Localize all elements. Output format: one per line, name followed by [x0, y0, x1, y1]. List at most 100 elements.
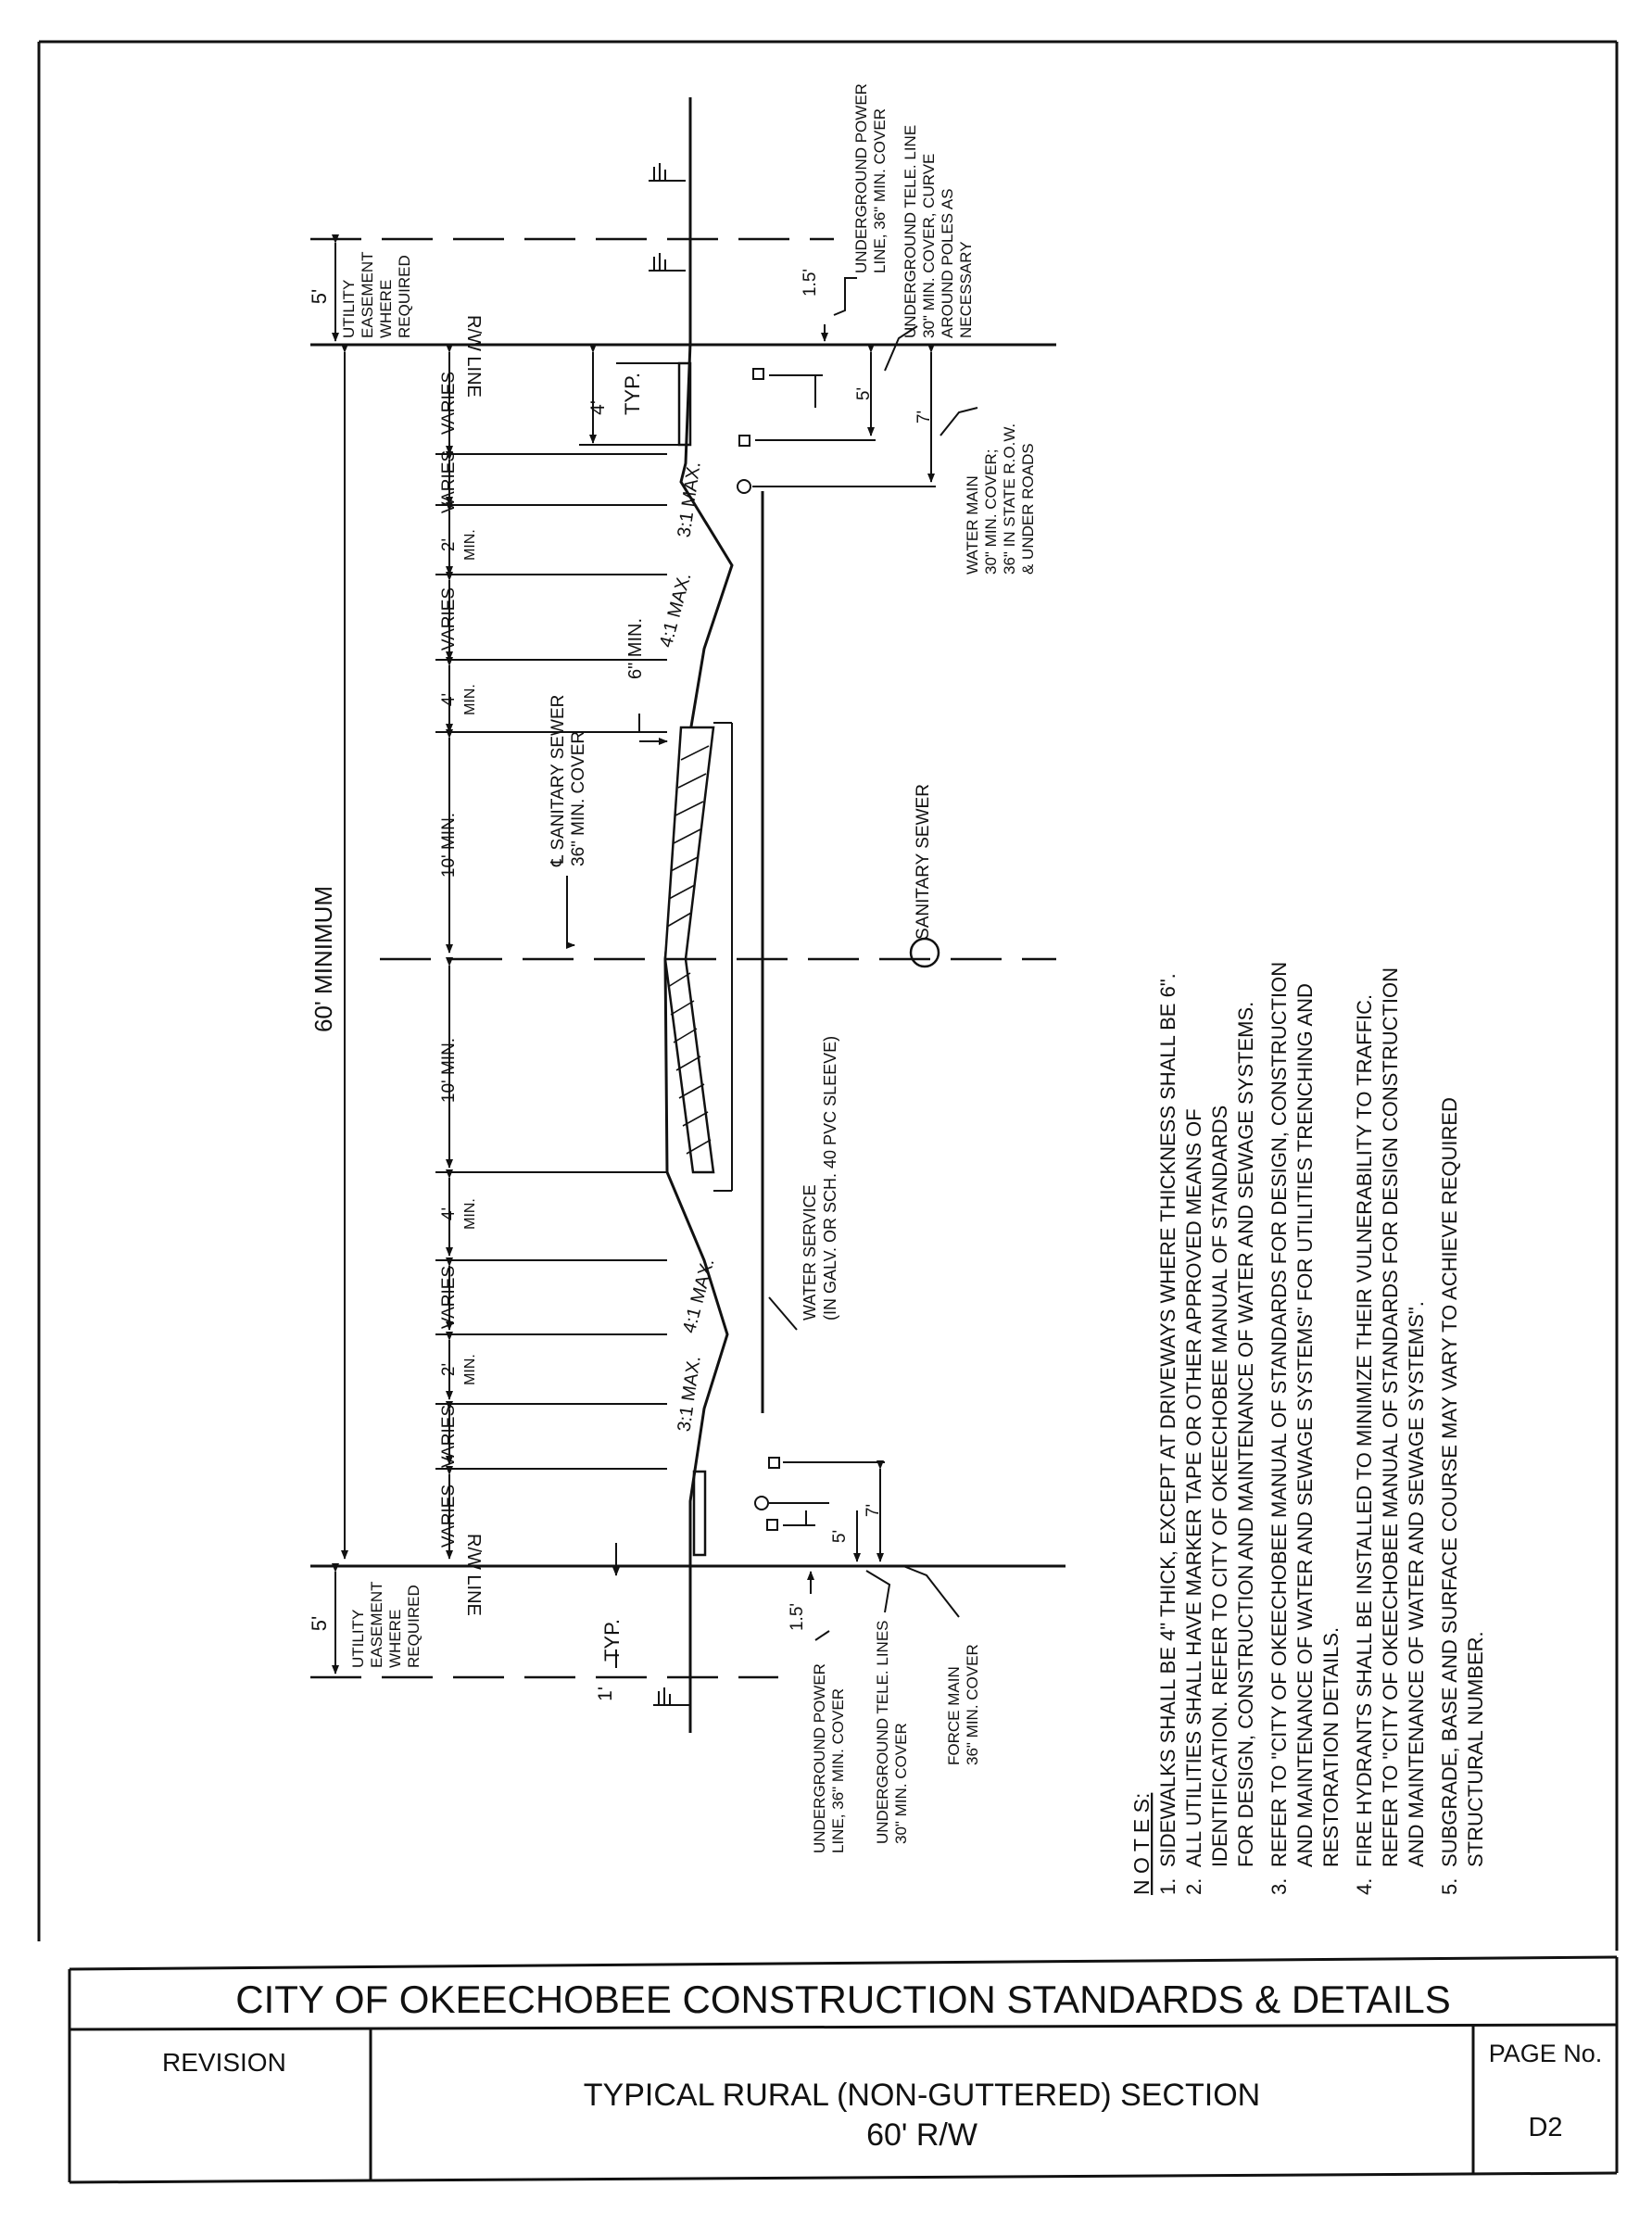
note-3-line-3: RESTORATION DETAILS. [1319, 1627, 1343, 1867]
top-dim-3-sub: MIN. [462, 529, 478, 561]
bottom-utilities: 5' 7' 1.5' UNDERGROUND POWER LINE, 36" M… [754, 1457, 981, 1853]
note-2-line-1: ALL UTILITIES SHALL HAVE MARKER TAPE OR … [1182, 1108, 1205, 1867]
top-util-dim-15: 1.5' [801, 269, 820, 297]
grass-symbol-top-2 [649, 253, 686, 272]
sidewalk-width-top: 4' [587, 400, 609, 415]
note-3-num: 3. [1267, 1878, 1291, 1895]
top-dim-3: 2' [439, 538, 459, 551]
bottom-util-dim-15: 1.5' [788, 1603, 807, 1631]
bottom-dim-1: 10' MIN. [439, 1038, 459, 1103]
note-2-line-3: FOR DESIGN, CONSTRUCTION AND MAINTENANCE… [1234, 1002, 1257, 1867]
svg-text:36" MIN. COVER: 36" MIN. COVER [964, 1644, 981, 1765]
svg-text:NECESSARY: NECESSARY [957, 241, 975, 338]
bottom-dim-6: VARIES [439, 1485, 459, 1548]
note-3: 3. REFER TO "CITY OF OKEECHOBEE MANUAL O… [1267, 962, 1343, 1895]
bottom-dim-4-sub: MIN. [462, 1354, 478, 1385]
top-dim-4: VARIES [439, 588, 459, 651]
cl-sanitary-sewer-label: ℄ SANITARY SEWER 36" MIN. COVER [549, 695, 588, 867]
page-number: D2 [1528, 2113, 1562, 2142]
sidewalk-bottom [692, 1470, 707, 1557]
driveway-min: 6" MIN. [625, 618, 646, 679]
svg-text:FORCE MAIN: FORCE MAIN [945, 1666, 963, 1765]
note-4-line-2: REFER TO "CITY OF OKEECHOBEE MANUAL OF S… [1379, 967, 1402, 1867]
offset-typ-bottom: TYP. [600, 1619, 624, 1662]
sanitary-sewer-label: SANITARY SEWER [914, 784, 933, 940]
top-dimension-chain: VARIES VARIES 2' MIN. VARIES 4' MIN. 10'… [435, 344, 667, 954]
svg-text:30" MIN. COVER, CURVE: 30" MIN. COVER, CURVE [920, 154, 938, 338]
svg-text:WHERE: WHERE [386, 1610, 404, 1668]
note-3-line-1: REFER TO "CITY OF OKEECHOBEE MANUAL OF S… [1267, 962, 1291, 1867]
power-conduit-top [752, 368, 764, 380]
tele-conduit-bottom [768, 1457, 780, 1469]
note-5: 5. SUBGRADE, BASE AND SURFACE COURSE MAY… [1438, 1097, 1487, 1895]
slope-top-1: 3:1 MAX. [674, 461, 704, 539]
agency-title: CITY OF OKEECHOBEE CONSTRUCTION STANDARD… [235, 1978, 1451, 2021]
note-4: 4. FIRE HYDRANTS SHALL BE INSTALLED TO M… [1353, 967, 1428, 1895]
svg-text:WATER SERVICE: WATER SERVICE [801, 1184, 819, 1320]
grass-symbol-bottom [653, 1687, 690, 1706]
top-dim-5: 4' [439, 693, 459, 706]
power-conduit-bottom [766, 1519, 778, 1531]
tele-label-bottom: UNDERGROUND TELE. LINES 30" MIN. COVER [874, 1620, 910, 1844]
note-5-line-2: STRUCTURAL NUMBER. [1464, 1631, 1487, 1867]
sidewalk-top [677, 361, 692, 447]
bottom-dim-4: 2' [439, 1363, 459, 1376]
note-2-line-2: IDENTIFICATION. REFER TO CITY OF OKEECHO… [1208, 1106, 1231, 1867]
revision-label: REVISION [162, 2048, 286, 2077]
overall-dim-label: 60' MINIMUM [309, 886, 337, 1032]
note-4-line-3: AND MAINTENANCE OF WATER AND SEWAGE SYST… [1405, 1301, 1428, 1867]
bottom-dim-2: 4' [439, 1207, 459, 1220]
bottom-util-dim-7: 7' [864, 1504, 883, 1517]
title-block: CITY OF OKEECHOBEE CONSTRUCTION STANDARD… [68, 1955, 1619, 2184]
section-subtitle: 60' R/W [866, 2117, 977, 2153]
svg-text:30" MIN. COVER;: 30" MIN. COVER; [982, 449, 1000, 575]
svg-text:EASEMENT: EASEMENT [359, 251, 376, 338]
top-dim-2: VARIES [439, 450, 459, 513]
water-main-label: WATER MAIN 30" MIN. COVER; 36" IN STATE … [964, 423, 1037, 575]
note-5-num: 5. [1438, 1878, 1461, 1895]
note-1-num: 1. [1156, 1878, 1179, 1895]
easement-dim-bottom: 5' [308, 1616, 331, 1631]
slope-bottom-1: 4:1 MAX. [679, 1257, 719, 1335]
top-util-dim-7: 7' [914, 411, 934, 423]
note-5-line-1: SUBGRADE, BASE AND SURFACE COURSE MAY VA… [1438, 1097, 1461, 1867]
page-label: PAGE No. [1489, 2040, 1603, 2067]
sheet-border [37, 40, 1619, 1951]
top-dim-1: VARIES [439, 372, 459, 435]
grass-symbol-top-1 [649, 163, 686, 182]
top-utilities: 5' 7' 1.5' UNDERGROUND POWER LINE, 36" M… [737, 83, 1037, 575]
sanitary-sewer-pipe [909, 937, 940, 968]
svg-text:LINE, 36" MIN. COVER: LINE, 36" MIN. COVER [871, 108, 889, 273]
cross-section: 60' MINIMUM 5' UTILITY EASEMENT WHERE RE… [308, 83, 1066, 1853]
note-1-line-1: SIDEWALKS SHALL BE 4" THICK, EXCEPT AT D… [1156, 973, 1179, 1867]
svg-text:LINE, 36" MIN. COVER: LINE, 36" MIN. COVER [829, 1688, 847, 1853]
svg-text:36" IN STATE R.O.W.: 36" IN STATE R.O.W. [1001, 423, 1018, 575]
svg-text:WHERE: WHERE [377, 280, 395, 338]
svg-text:UTILITY: UTILITY [349, 1610, 367, 1668]
note-1: 1. SIDEWALKS SHALL BE 4" THICK, EXCEPT A… [1156, 973, 1179, 1895]
notes-heading: N O T E S: [1129, 1793, 1154, 1895]
svg-text:REQUIRED: REQUIRED [405, 1585, 422, 1668]
easement-label-top: UTILITY EASEMENT WHERE REQUIRED [340, 251, 413, 338]
pavement-section [663, 722, 733, 1192]
top-dim-5-sub: MIN. [462, 684, 478, 715]
rw-label-bottom: R/W LINE [463, 1534, 484, 1616]
force-main-bottom [754, 1496, 769, 1510]
svg-text:UNDERGROUND POWER: UNDERGROUND POWER [852, 83, 870, 273]
note-4-line-1: FIRE HYDRANTS SHALL BE INSTALLED TO MINI… [1353, 994, 1376, 1867]
svg-text:UTILITY: UTILITY [340, 280, 358, 338]
svg-text:WATER MAIN: WATER MAIN [964, 475, 981, 575]
svg-text:℄ SANITARY SEWER: ℄ SANITARY SEWER [549, 695, 568, 867]
svg-text:& UNDER ROADS: & UNDER ROADS [1019, 443, 1037, 575]
water-service-label: WATER SERVICE (IN GALV. OR SCH. 40 PVC S… [801, 1036, 839, 1320]
power-label-bottom: UNDERGROUND POWER LINE, 36" MIN. COVER [811, 1663, 847, 1853]
rw-label-top: R/W LINE [463, 315, 484, 398]
note-2: 2. ALL UTILITIES SHALL HAVE MARKER TAPE … [1182, 1002, 1257, 1895]
note-4-num: 4. [1353, 1878, 1376, 1895]
svg-text:30" MIN. COVER: 30" MIN. COVER [892, 1723, 910, 1844]
note-2-num: 2. [1182, 1878, 1205, 1895]
tele-conduit-top [738, 435, 750, 447]
svg-text:REQUIRED: REQUIRED [396, 255, 413, 338]
water-main-top [737, 479, 751, 494]
